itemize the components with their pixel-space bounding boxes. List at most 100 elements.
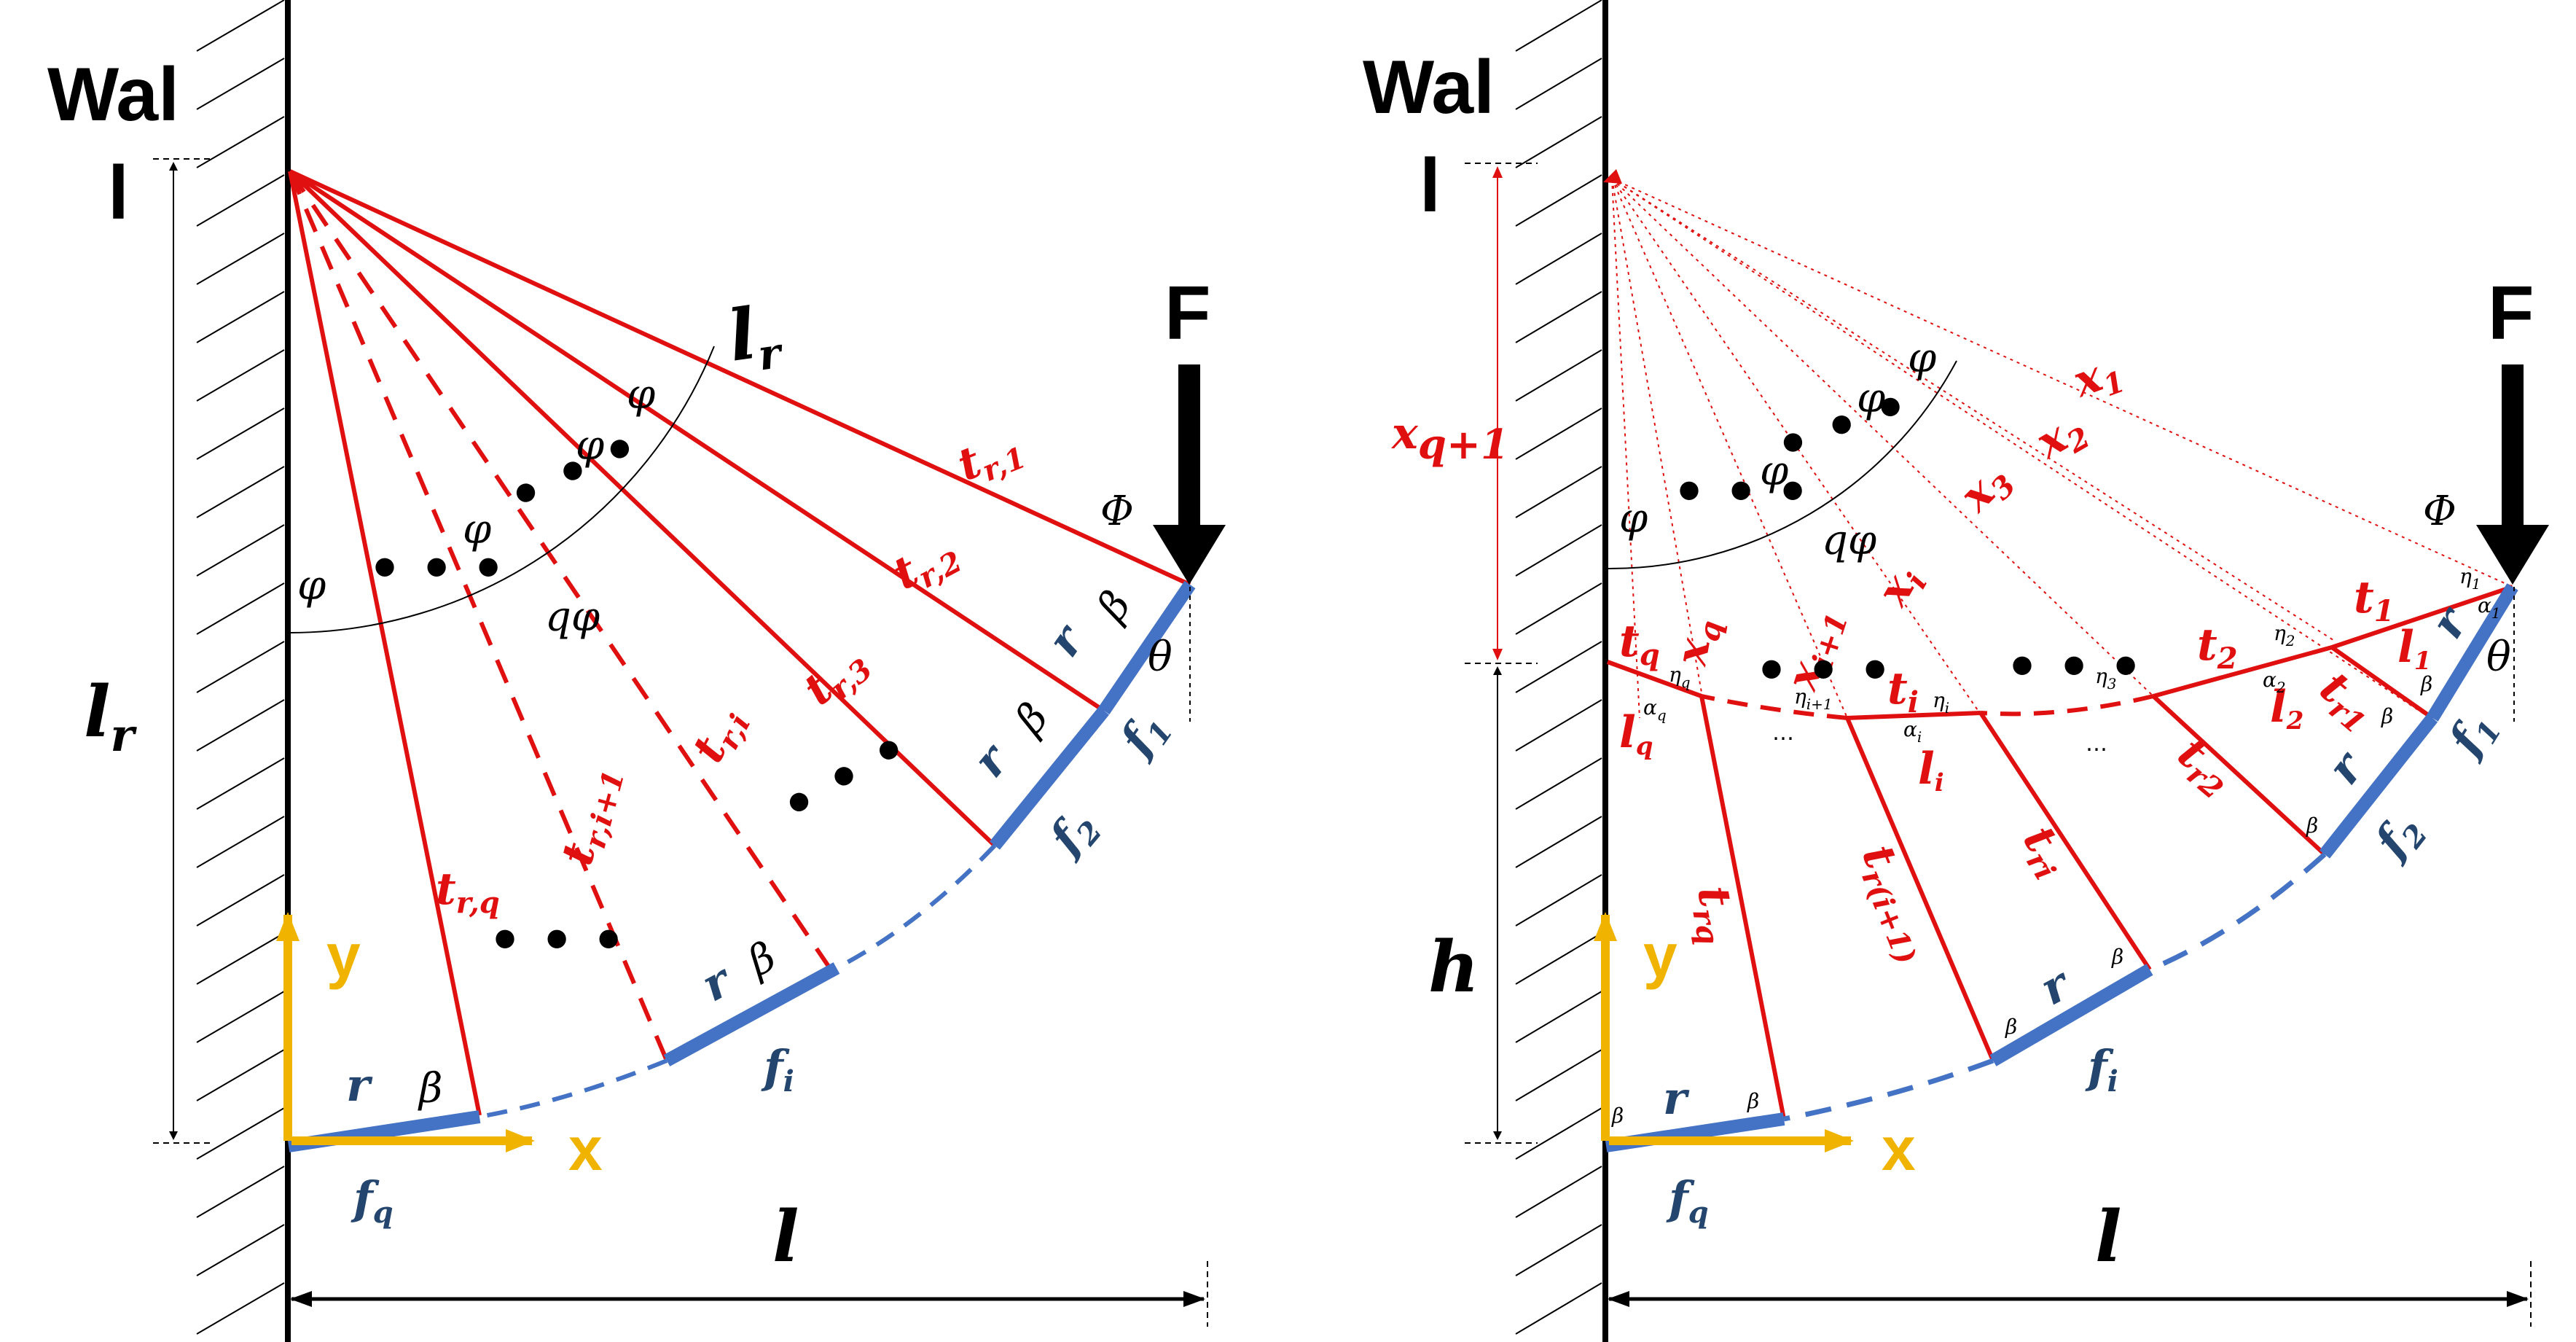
tri1-member bbox=[1845, 717, 1995, 1062]
r-segment-f1 bbox=[2427, 583, 2518, 722]
right-t1: t1 bbox=[2354, 572, 2395, 628]
left-f1: f1 bbox=[1108, 701, 1180, 770]
right-beta-5: β bbox=[2005, 1015, 2017, 1039]
right-qphi: qφ bbox=[1822, 517, 1876, 564]
right-eta2: η2 bbox=[2274, 621, 2295, 649]
left-r-q: r bbox=[346, 1058, 373, 1112]
right-xq1-label: xq+1 bbox=[1390, 408, 1509, 469]
right-trq: trq bbox=[1682, 882, 1747, 947]
left-Phi: Φ bbox=[1100, 488, 1134, 535]
left-tr3-label: tr,3 bbox=[794, 636, 880, 719]
right-lq: lq bbox=[1619, 707, 1653, 761]
right-tr-members bbox=[1699, 645, 2434, 1120]
ray-tr3 bbox=[288, 169, 997, 848]
left-qphi: qφ bbox=[545, 593, 600, 641]
right-angle-arc bbox=[1606, 360, 1957, 570]
right-alphaq: αq bbox=[1643, 695, 1667, 724]
left-force-label: F bbox=[1164, 271, 1211, 356]
right-alpha2: α2 bbox=[2263, 668, 2286, 696]
right-Phi: Φ bbox=[2423, 488, 2456, 535]
left-wall-label-2: l bbox=[108, 151, 129, 235]
right-x1: x1 bbox=[2065, 344, 2129, 413]
left-r-i: r bbox=[693, 952, 742, 1012]
right-f2: f2 bbox=[2362, 803, 2435, 872]
ti-segment bbox=[1847, 711, 1981, 720]
left-r-2: r bbox=[963, 732, 1021, 787]
left-force-head bbox=[1153, 525, 1226, 585]
right-alphai: αi bbox=[1903, 717, 1922, 746]
right-force-head bbox=[2476, 525, 2549, 585]
right-x2: x2 bbox=[2027, 402, 2096, 474]
left-phi-2: φ bbox=[576, 422, 604, 469]
left-phi-3: φ bbox=[463, 506, 491, 553]
right-fi: fi bbox=[2085, 1040, 2118, 1099]
left-fi: fi bbox=[761, 1040, 794, 1099]
right-y-label: y bbox=[1643, 921, 1677, 990]
right-h-label: h bbox=[1428, 926, 1479, 1008]
segment-f2 bbox=[990, 706, 1109, 850]
left-dots-1: • • • bbox=[498, 416, 649, 529]
right-phi-3: φ bbox=[1760, 448, 1788, 495]
right-pivot bbox=[1603, 169, 1622, 184]
left-fq: fq bbox=[351, 1171, 394, 1230]
right-ellipsis-1: … bbox=[1772, 720, 1794, 746]
right-t2: t2 bbox=[2197, 620, 2238, 676]
right-ellipsis-2: … bbox=[2086, 731, 2107, 757]
left-rays bbox=[288, 169, 1191, 1116]
right-ti: ti bbox=[1887, 663, 1919, 719]
right-r-2: r bbox=[2317, 740, 2375, 794]
right-l-label: l bbox=[2095, 1195, 2121, 1278]
right-fq: fq bbox=[1666, 1171, 1709, 1230]
left-r-1: r bbox=[1036, 613, 1095, 666]
left-l-label: l bbox=[772, 1195, 799, 1278]
right-l2: l2 bbox=[2270, 682, 2303, 736]
tri-member bbox=[1978, 711, 2152, 971]
left-trq-label: tr,q bbox=[436, 864, 500, 920]
left-tri-label: tr,i bbox=[682, 698, 757, 773]
ray-tr1 bbox=[289, 169, 1191, 587]
right-dots-4: • • • bbox=[1755, 640, 1892, 701]
r-segment-fi bbox=[1989, 964, 2153, 1066]
right-etai: ηi bbox=[1933, 688, 1949, 717]
right-xi: xi bbox=[1866, 556, 1934, 617]
left-beta-1: β bbox=[1087, 582, 1140, 630]
right-tq: tq bbox=[1619, 616, 1660, 672]
right-beam bbox=[1605, 583, 2518, 1152]
t1-segment bbox=[2331, 585, 2513, 649]
right-phi-1: φ bbox=[1908, 335, 1936, 382]
left-tr1-label: tr,1 bbox=[950, 420, 1030, 496]
r-segment-f2 bbox=[2319, 714, 2438, 859]
beam-dashed-curve bbox=[479, 843, 997, 1119]
right-li: li bbox=[1918, 744, 1944, 797]
right-phi-2: φ bbox=[1857, 375, 1885, 422]
left-beta-q: β bbox=[418, 1065, 442, 1112]
right-panel: Wal l xq+1 h l bbox=[1363, 0, 2549, 1342]
right-r-i: r bbox=[2032, 956, 2080, 1015]
segment-fi bbox=[663, 962, 840, 1066]
right-beta-7: β bbox=[1611, 1104, 1624, 1128]
left-dots-4: • • • bbox=[488, 910, 625, 971]
left-lr-label: lr bbox=[84, 671, 137, 762]
ray-tr2 bbox=[289, 169, 1105, 713]
left-wall-hatching bbox=[196, 0, 285, 1335]
right-tri1: tr(i+1) bbox=[1847, 838, 1944, 969]
right-beta-1: β bbox=[2420, 672, 2432, 696]
ray-trq bbox=[288, 171, 482, 1116]
right-dots-3: • • • bbox=[2005, 636, 2142, 698]
right-phi-4: φ bbox=[1619, 495, 1648, 542]
right-eta1: η1 bbox=[2459, 564, 2481, 593]
left-beta-i: β bbox=[739, 933, 783, 987]
right-etaq: ηq bbox=[1669, 663, 1691, 691]
right-f1: f1 bbox=[2437, 702, 2509, 769]
left-beam bbox=[287, 580, 1196, 1152]
left-x-label: x bbox=[568, 1115, 603, 1183]
left-wall-label: Wal bbox=[47, 52, 179, 137]
left-theta: θ bbox=[1148, 633, 1172, 681]
right-dots-2: • • • bbox=[1672, 461, 1809, 523]
right-force-shaft bbox=[2502, 364, 2524, 532]
left-phi-4: φ bbox=[297, 562, 326, 609]
left-lr-top: lr bbox=[723, 289, 787, 384]
right-beta-4: β bbox=[2111, 945, 2123, 969]
right-eta3: η3 bbox=[2095, 664, 2117, 693]
left-beta-2: β bbox=[1006, 694, 1058, 744]
